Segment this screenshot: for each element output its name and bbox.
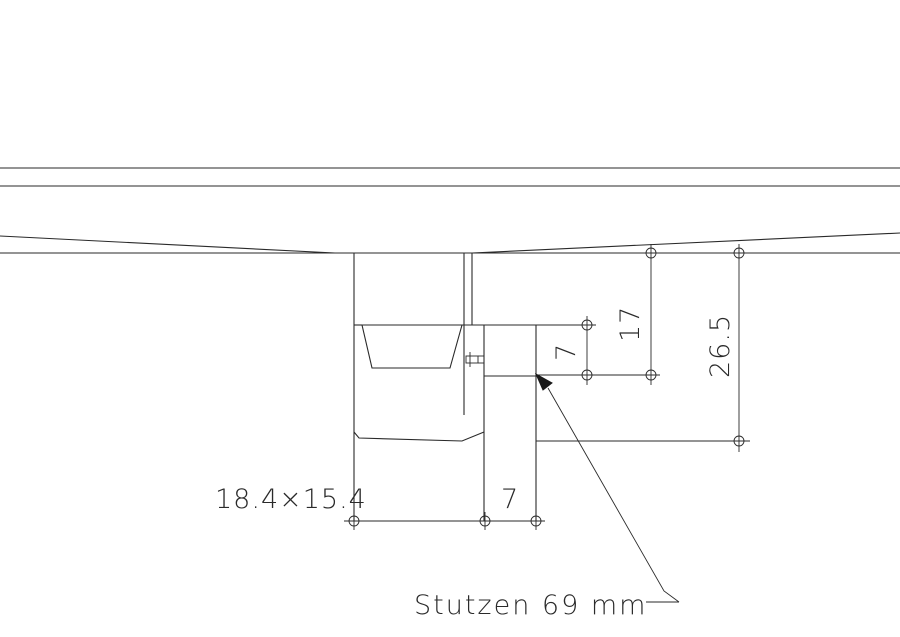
dimension-height-7: 7 (551, 343, 582, 361)
callout-label: Stutzen 69 mm (414, 590, 647, 621)
dimension-width-7: 7 (501, 484, 519, 515)
callout-leader (534, 372, 680, 603)
dimension-height-17: 17 (615, 306, 646, 342)
stub-body (353, 253, 537, 521)
top-rail (0, 167, 900, 187)
vertical-dimension-26-5 (536, 244, 750, 452)
horizontal-dimension (344, 512, 545, 530)
dimension-stub-size: 18.4×15.4 (215, 484, 367, 515)
vertical-dimension-17 (536, 244, 660, 385)
dimension-height-26-5: 26.5 (705, 314, 736, 378)
sloped-plate (0, 232, 900, 254)
